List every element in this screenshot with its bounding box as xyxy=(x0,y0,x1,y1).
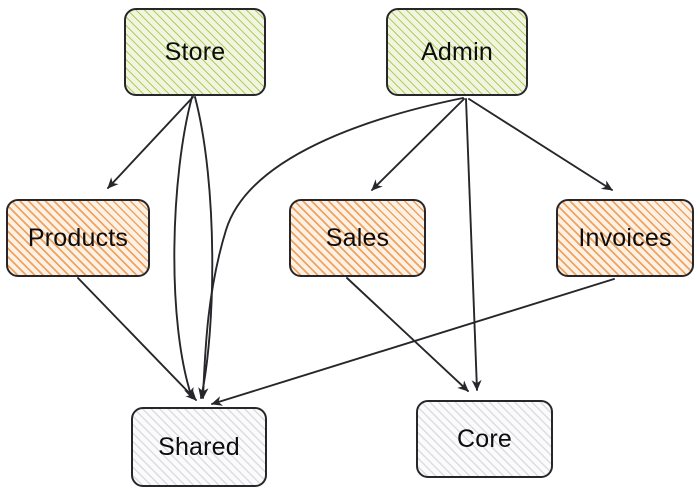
node-shared[interactable]: Shared xyxy=(131,407,267,487)
edge-sales-core xyxy=(346,277,469,392)
node-label: Store xyxy=(164,37,226,66)
edge-admin-shared xyxy=(198,97,464,399)
edge-admin-sales xyxy=(371,98,465,191)
edge-invoices-shared xyxy=(211,278,615,406)
node-store[interactable]: Store xyxy=(124,8,266,96)
node-label: Invoices xyxy=(578,223,672,252)
node-admin[interactable]: Admin xyxy=(386,8,528,96)
node-sales[interactable]: Sales xyxy=(289,199,426,277)
edge-store-shared-a xyxy=(173,96,194,399)
node-label: Products xyxy=(27,223,129,252)
edge-admin-core xyxy=(465,98,482,391)
edge-admin-invoices xyxy=(468,98,613,191)
edge-products-shared xyxy=(77,277,197,401)
node-label: Admin xyxy=(421,37,493,66)
node-label: Sales xyxy=(325,223,390,252)
edge-store-shared-b xyxy=(194,96,214,399)
edge-store-products xyxy=(107,96,194,189)
node-label: Shared xyxy=(158,432,240,461)
node-core[interactable]: Core xyxy=(416,400,553,478)
node-products[interactable]: Products xyxy=(6,199,150,277)
node-label: Core xyxy=(457,424,512,453)
node-invoices[interactable]: Invoices xyxy=(556,199,694,277)
